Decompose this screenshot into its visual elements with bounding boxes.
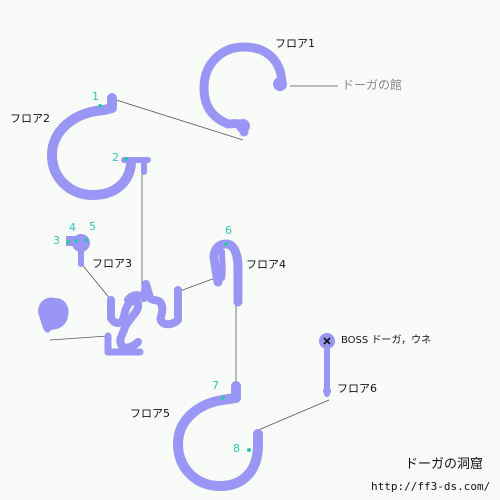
point-4-label: 4 [69,221,76,234]
point-4-marker [74,239,78,243]
connector-floor5-floor6 [255,399,330,432]
map-title: ドーガの洞窟 [405,457,484,472]
connector-floor3-east-room [79,261,112,301]
floor4-label: フロア4 [246,258,286,271]
floor3-south-passage [104,332,144,356]
floor1-path [199,42,287,137]
site-url: http://ff3-ds.com/ [371,480,491,493]
cave-paths [38,42,335,491]
floor3-west-room [38,297,69,333]
point-6-marker [224,242,228,246]
point-1-label: 1 [92,90,99,103]
floor2-exit-passage [121,157,151,175]
point-2-label: 2 [112,151,119,164]
floor2-label: フロア2 [10,112,50,125]
point-5-marker [84,238,88,242]
floor4-path [209,239,243,307]
cross-icon [323,337,331,345]
floor1-chamber [273,77,287,91]
point-5-label: 5 [89,220,96,233]
connector-floor3-floor4 [179,276,219,292]
floor3-winding-path [124,280,182,329]
point-1-marker [98,104,102,108]
connector-floor2-floor1 [112,98,244,141]
floor1-entry [236,119,250,133]
exit-label: ドーガの館 [342,78,403,92]
point-6-label: 6 [225,224,232,237]
floor6-label: フロア6 [337,382,377,395]
point-7-marker [221,396,225,400]
floor1-label: フロア1 [275,37,315,50]
floor3-label: フロア3 [92,257,132,270]
floor6-entry [323,387,331,395]
floor5-label: フロア5 [130,407,170,420]
floor3-main-path [107,296,143,352]
point-3-marker [66,240,70,244]
point-7-label: 7 [212,379,219,392]
point-markers [66,104,251,452]
floor4-inner-bend [219,249,226,281]
point-8-marker [247,448,251,452]
point-3-label: 3 [53,234,60,247]
connector-lines [49,85,338,432]
point-8-label: 8 [233,442,240,455]
boss-label: BOSS ドーガ，ウネ [341,335,432,346]
point-2-marker [124,157,128,161]
connector-floor3-west-room [49,335,109,341]
floor2-path [47,93,136,200]
floor5-path [173,381,263,491]
